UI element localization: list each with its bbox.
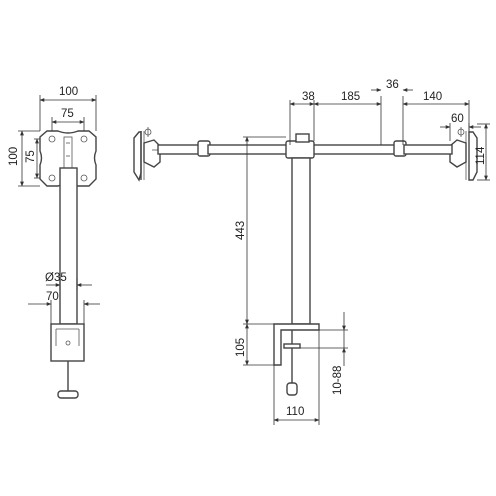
side-view	[39, 130, 97, 399]
dim-vesa-outer-width: 100	[59, 86, 78, 98]
vesa-plate	[39, 130, 97, 187]
front-view-dimensions: 38 185 36 140 60 114 443 105 10-88	[235, 79, 490, 425]
dim-vesa-inner-width: 75	[61, 108, 74, 120]
front-view	[133, 127, 478, 396]
dim-arm-span: 185	[341, 91, 360, 103]
front-clamp-knob	[286, 382, 298, 396]
left-tilt-head	[143, 139, 161, 168]
dim-clamp-height: 105	[235, 338, 247, 357]
vesa-hole	[80, 135, 88, 143]
dim-arm-offset-right: 36	[386, 79, 399, 91]
right-arm-inner	[311, 144, 403, 155]
side-clamp-knob	[57, 390, 79, 399]
dim-arm-offset-left: 38	[302, 91, 315, 103]
dim-head-height: 114	[475, 146, 487, 165]
dim-desk-thickness: 10-88	[332, 366, 344, 395]
clamp-pad	[283, 343, 301, 349]
dim-arm-extension: 140	[423, 91, 442, 103]
dim-vesa-outer-height: 100	[8, 147, 20, 166]
dim-pole-diameter: Ø35	[45, 272, 67, 284]
left-arm-inner	[207, 144, 291, 155]
hub-cap	[295, 133, 310, 143]
vesa-hole	[48, 174, 56, 182]
left-monitor-plate	[133, 131, 142, 182]
right-arm-outer	[403, 144, 453, 155]
right-tilt-head	[449, 139, 467, 168]
dim-clamp-width: 110	[286, 406, 304, 418]
dim-clamp-depth: 70	[46, 291, 59, 303]
vesa-hole	[48, 135, 56, 143]
dim-head-width: 60	[451, 113, 464, 125]
side-view-dimensions: 100 75 100 75 Ø35 70	[8, 86, 100, 324]
right-monitor-plate	[468, 131, 478, 181]
side-pole	[59, 167, 78, 325]
dim-pole-height: 443	[235, 221, 247, 240]
vesa-hole	[80, 174, 88, 182]
dim-vesa-inner-height: 75	[25, 150, 37, 163]
front-pole	[291, 157, 311, 325]
